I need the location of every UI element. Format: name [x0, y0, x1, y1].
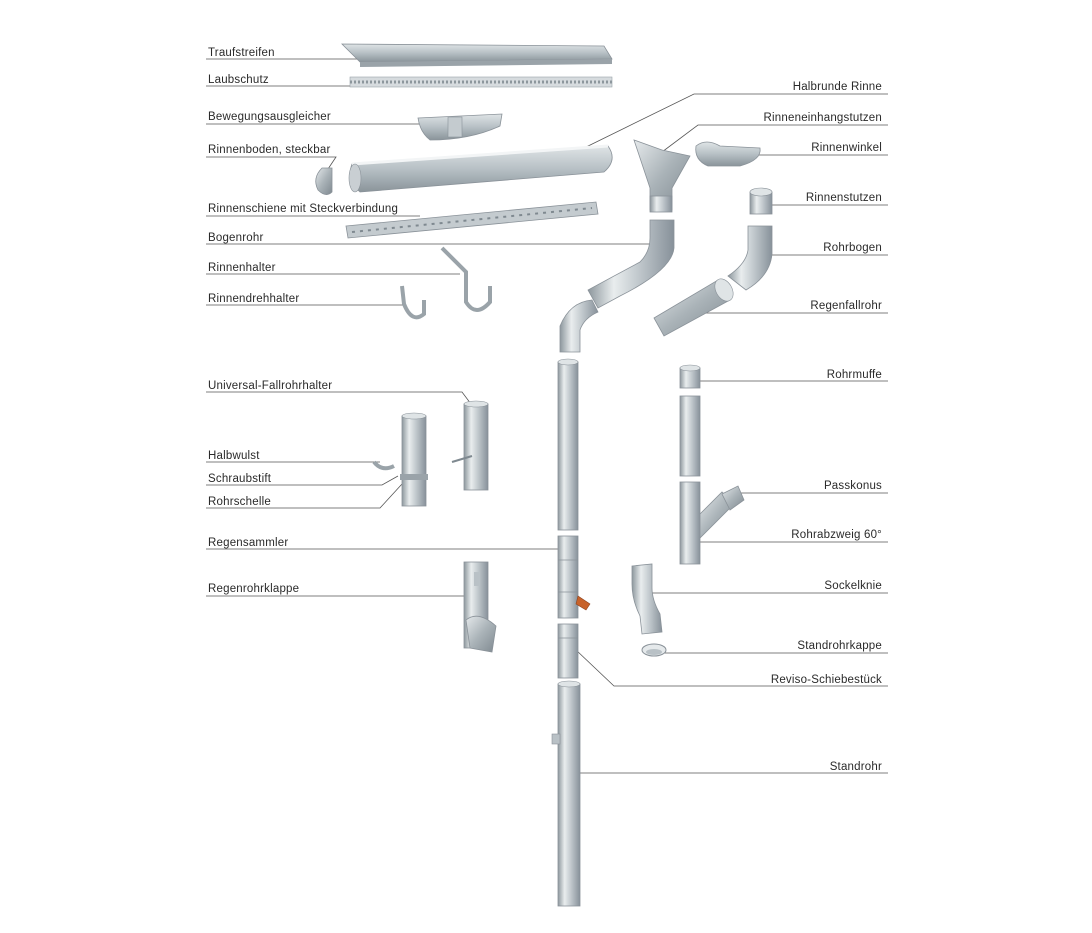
leader-rinnenboden [206, 156, 337, 173]
label-passkonus-text: Passkonus [824, 480, 882, 492]
sockelknie-part [631, 563, 663, 635]
label-reviso: Reviso-Schiebestück [575, 649, 888, 687]
label-universal-fallrohrhalter: Universal-Fallrohrhalter [206, 380, 475, 409]
label-schraubstift: Schraubstift [206, 473, 399, 486]
label-rohrmuffe-text: Rohrmuffe [827, 369, 882, 381]
label-rinnendrehhalter: Rinnendrehhalter [206, 293, 404, 306]
label-rinnenhalter-text: Rinnenhalter [208, 262, 276, 274]
label-halbwulst: Halbwulst [206, 450, 380, 463]
label-rinnenwinkel-text: Rinnenwinkel [811, 142, 882, 154]
label-regenfallrohr-text: Regenfallrohr [810, 300, 882, 312]
halbrunde-rinne-part [348, 144, 613, 193]
label-sockelknie-text: Sockelknie [824, 580, 882, 592]
rohrschelle-part [400, 412, 428, 507]
passkonus-part [721, 485, 745, 511]
label-rinnendrehhalter-text: Rinnendrehhalter [208, 293, 299, 305]
label-bewegungsausgleicher: Bewegungsausgleicher [206, 111, 440, 125]
rinnenboden-part [315, 167, 333, 195]
label-rinnenschiene: Rinnenschiene mit Steckverbindung [206, 203, 420, 217]
rohrmuffe-part [679, 364, 701, 389]
label-laubschutz-text: Laubschutz [208, 74, 269, 86]
label-rohrabzweig: Rohrabzweig 60° [690, 529, 888, 543]
leader-halbrunde-rinne [579, 93, 888, 151]
leader-schraubstift [206, 475, 399, 486]
regensammler-part [557, 535, 591, 619]
bogenrohr-part [559, 219, 675, 353]
leader-rohrschelle [206, 483, 403, 509]
label-halbrunde-rinne: Halbrunde Rinne [579, 81, 888, 151]
label-rinnenboden-text: Rinnenboden, steckbar [208, 144, 330, 156]
bewegungsausgleicher-part [417, 113, 503, 141]
leader-universal-fallrohrhalter [206, 391, 475, 409]
label-rohrbogen-text: Rohrbogen [823, 242, 882, 254]
halbwulst-part [372, 460, 395, 471]
label-rinnenhalter: Rinnenhalter [206, 262, 460, 275]
label-halbwulst-text: Halbwulst [208, 450, 260, 462]
traufstreifen-part [341, 43, 613, 67]
label-bogenrohr-text: Bogenrohr [208, 232, 264, 244]
label-rohrschelle: Rohrschelle [206, 483, 403, 509]
label-rinnenschiene-text: Rinnenschiene mit Steckverbindung [208, 203, 398, 215]
rinnendrehhalter-part [400, 285, 426, 320]
label-standrohrkappe-text: Standrohrkappe [797, 640, 882, 652]
rinnenwinkel-part [695, 141, 761, 167]
label-passkonus: Passkonus [736, 480, 888, 494]
label-sockelknie: Sockelknie [650, 580, 888, 594]
rinnenstutzen-part [749, 187, 773, 215]
universal-fallrohrhalter-part [451, 400, 489, 491]
regenfallrohr-part [653, 278, 734, 337]
leader-rinneneinhangstutzen [653, 124, 888, 159]
label-rohrabzweig-text: Rohrabzweig 60° [791, 529, 882, 541]
label-bewegungsausgleicher-text: Bewegungsausgleicher [208, 111, 331, 123]
label-rohrmuffe: Rohrmuffe [690, 369, 888, 382]
label-laubschutz: Laubschutz [206, 74, 358, 87]
leader-reviso [575, 649, 888, 687]
label-regensammler-text: Regensammler [208, 537, 288, 549]
label-regenrohrklappe-text: Regenrohrklappe [208, 583, 299, 595]
label-rohrschelle-text: Rohrschelle [208, 496, 271, 508]
label-regensammler: Regensammler [206, 537, 560, 550]
main-downpipe [557, 358, 579, 531]
label-rinneneinhangstutzen-text: Rinneneinhangstutzen [764, 112, 882, 124]
label-regenrohrklappe: Regenrohrklappe [206, 583, 470, 597]
label-rohrbogen: Rohrbogen [768, 242, 888, 256]
label-rinneneinhangstutzen: Rinneneinhangstutzen [653, 112, 888, 159]
reviso-part [557, 623, 579, 679]
laubschutz-part [349, 76, 613, 88]
rohrbogen-part [727, 225, 773, 291]
label-reviso-text: Reviso-Schiebestück [771, 674, 882, 686]
label-schraubstift-text: Schraubstift [208, 473, 272, 485]
label-traufstreifen: Traufstreifen [206, 47, 358, 60]
rinneneinhangstutzen-part [633, 139, 691, 213]
label-standrohr: Standrohr [572, 761, 888, 774]
label-rinnenstutzen: Rinnenstutzen [762, 192, 888, 206]
label-universal-fallrohrhalter-text: Universal-Fallrohrhalter [208, 380, 332, 392]
regensammler-cap [575, 595, 591, 611]
rinnenschiene-part [345, 201, 599, 239]
label-traufstreifen-text: Traufstreifen [208, 47, 275, 59]
label-halbrunde-rinne-text: Halbrunde Rinne [793, 81, 882, 93]
standrohrkappe-part [641, 643, 667, 657]
label-regenfallrohr: Regenfallrohr [690, 300, 888, 314]
label-rinnenboden: Rinnenboden, steckbar [206, 144, 337, 173]
regenrohrklappe-part [463, 561, 497, 653]
standrohr-part [551, 680, 581, 907]
rinnenhalter-part [440, 246, 492, 312]
label-standrohr-text: Standrohr [830, 761, 882, 773]
label-rinnenstutzen-text: Rinnenstutzen [806, 192, 882, 204]
right-pipe-segment [679, 395, 701, 477]
label-standrohrkappe: Standrohrkappe [662, 640, 888, 654]
label-bogenrohr: Bogenrohr [206, 232, 652, 245]
